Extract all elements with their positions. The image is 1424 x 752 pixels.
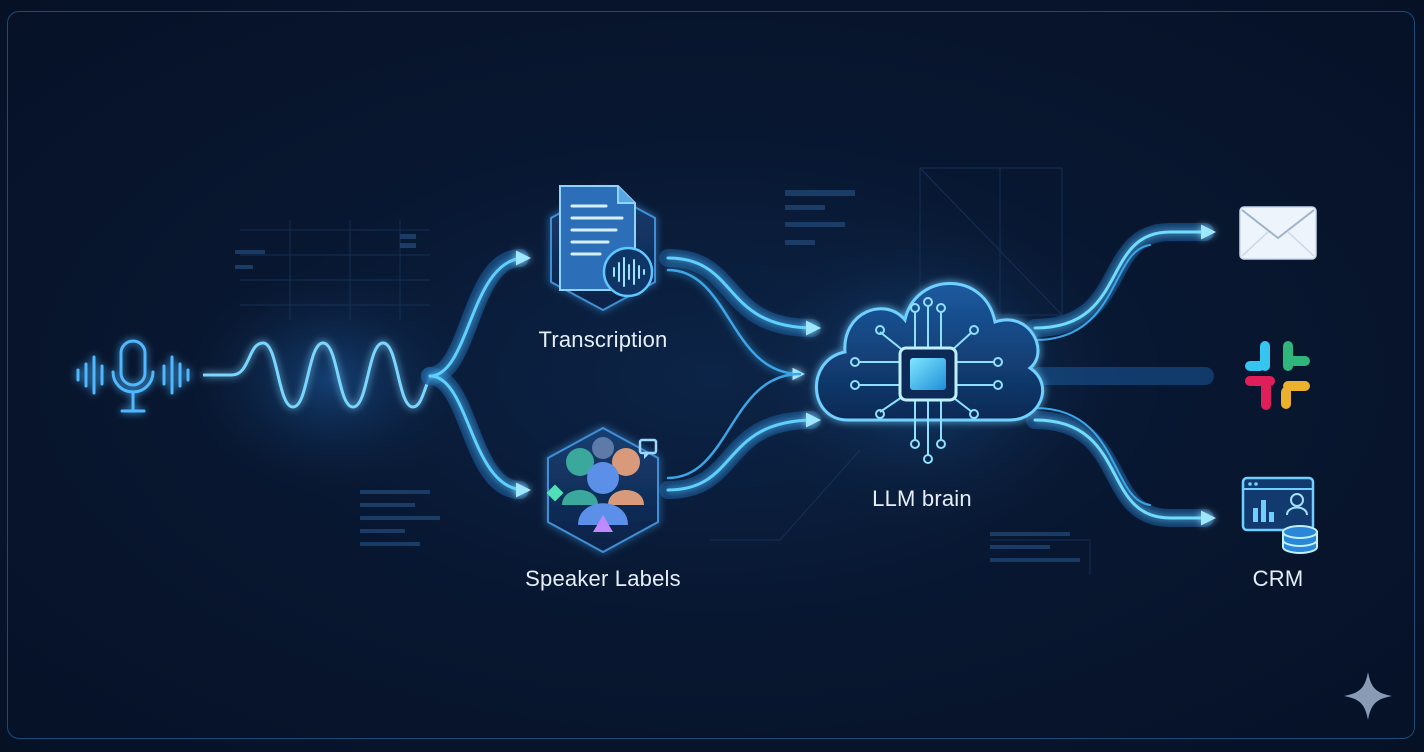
llm-brain-label: LLM brain <box>872 486 972 511</box>
input-pipes <box>421 249 531 499</box>
slack-icon <box>1245 341 1310 410</box>
wave-glow <box>170 260 490 500</box>
chip-icon <box>850 297 1003 464</box>
speaker-labels-node <box>546 426 659 554</box>
background-grid <box>240 167 1091 575</box>
envelope-icon <box>1239 206 1317 260</box>
speaker-labels-label: Speaker Labels <box>525 566 681 591</box>
output-pipes <box>1026 223 1216 527</box>
sound-wave-icon <box>203 341 433 409</box>
crm-dashboard-database-icon <box>1241 476 1318 554</box>
diagram-frame <box>7 11 1415 739</box>
people-group-icon <box>546 437 658 532</box>
transcription-node <box>550 185 656 312</box>
document-audio-icon <box>559 185 654 298</box>
llm-node <box>815 282 1044 464</box>
llm-input-pipes <box>659 249 821 499</box>
background-data-marks <box>235 190 1080 562</box>
microphone-icon <box>76 339 190 413</box>
transcription-label: Transcription <box>538 327 668 352</box>
sparkle-icon <box>1344 672 1392 720</box>
crm-label: CRM <box>1252 566 1304 591</box>
